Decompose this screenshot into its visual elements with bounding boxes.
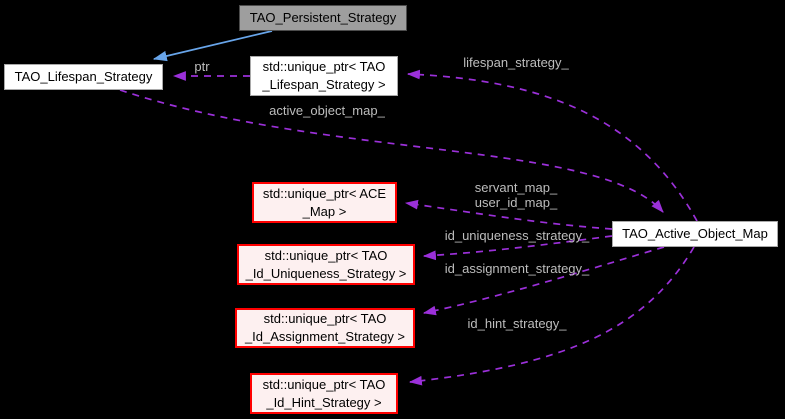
- node-unique-ptr-id-assignment-strategy[interactable]: std::unique_ptr< TAO _Id_Assignment_Stra…: [235, 308, 415, 348]
- node-unique-ptr-ace-map[interactable]: std::unique_ptr< ACE _Map >: [252, 182, 397, 223]
- edge-id-assignment-strategy: [422, 246, 665, 316]
- edge-label-ptr: ptr: [194, 59, 210, 74]
- edge-servant-user-map: [404, 199, 613, 230]
- edge-label-lifespan-strategy: lifespan_strategy_: [463, 55, 569, 70]
- edge-label-id-uniqueness-strategy: id_uniqueness_strategy_: [444, 228, 590, 243]
- edge-label-servant-user-map: servant_map_ user_id_map_: [474, 180, 558, 210]
- edge-active-object-map: [119, 89, 664, 213]
- node-unique-ptr-lifespan-strategy[interactable]: std::unique_ptr< TAO _Lifespan_Strategy …: [250, 56, 398, 96]
- node-tao-active-object-map[interactable]: TAO_Active_Object_Map: [612, 221, 778, 247]
- node-tao-lifespan-strategy[interactable]: TAO_Lifespan_Strategy: [4, 64, 163, 90]
- edge-lifespan-strategy: [406, 69, 698, 222]
- edge-inheritance-persistent-to-lifespan: [152, 30, 273, 62]
- node-tao-persistent-strategy[interactable]: TAO_Persistent_Strategy: [239, 5, 407, 31]
- node-unique-ptr-id-uniqueness-strategy[interactable]: std::unique_ptr< TAO _Id_Uniqueness_Stra…: [237, 244, 415, 285]
- edge-id-uniqueness-strategy: [422, 235, 613, 261]
- edge-label-id-assignment-strategy: id_assignment_strategy_: [444, 261, 590, 276]
- node-unique-ptr-id-hint-strategy[interactable]: std::unique_ptr< TAO _Id_Hint_Strategy >: [250, 373, 398, 414]
- edge-label-id-hint-strategy: id_hint_strategy_: [467, 316, 567, 331]
- edge-label-active-object-map: active_object_map_: [269, 103, 385, 118]
